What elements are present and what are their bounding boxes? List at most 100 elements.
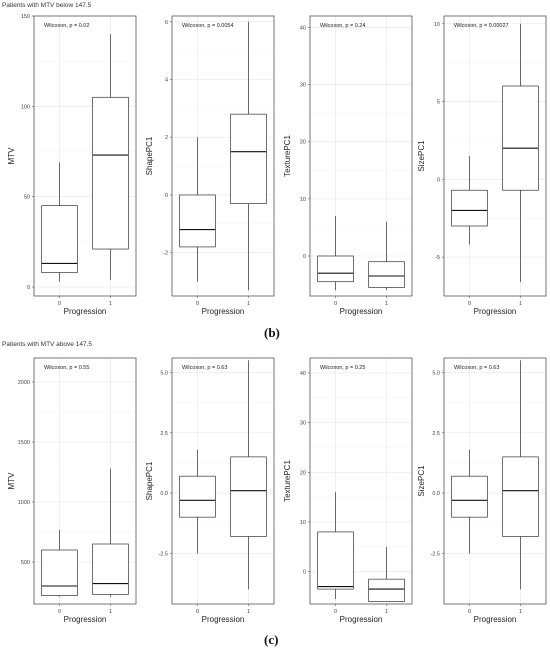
plot-frame (33, 15, 137, 297)
y-tick-label: 10 (300, 197, 306, 203)
box-iqr (451, 475, 488, 518)
wilcoxon-annotation: Wilcoxon, p = 0.63 (182, 365, 227, 371)
wilcoxon-annotation: Wilcoxon, p = 0.00027 (454, 23, 509, 29)
x-tick-label: 0 (468, 301, 471, 307)
x-tick-label: 1 (385, 609, 388, 615)
y-tick-label: 500 (21, 560, 30, 566)
plot-frame (171, 15, 275, 297)
y-axis-label: TexturePC1 (283, 135, 292, 177)
plot-frame (443, 357, 547, 605)
box-iqr (41, 205, 78, 273)
x-axis-label: Progression (64, 615, 107, 624)
y-tick-label: 0 (437, 177, 440, 183)
x-tick-label: 1 (247, 609, 250, 615)
y-tick-label: 150 (21, 14, 30, 20)
x-tick-label: 1 (385, 301, 388, 307)
x-axis-label: Progression (474, 615, 517, 624)
y-tick-label: 0 (303, 570, 306, 576)
x-tick-label: 1 (519, 301, 522, 307)
x-axis-label: Progression (340, 615, 383, 624)
wilcoxon-annotation: Wilcoxon, p = 0.24 (320, 23, 365, 29)
y-tick-label: 2000 (18, 380, 30, 386)
chart-sizepc1-above: -2.5 0.0 2.5 5.0 0 1 Wilcoxon, p = 0.63Progres… (417, 357, 547, 624)
chart-texturepc1-below: 0 10 20 30 40 0 1 Wilcoxon, p = 0.24Progression… (283, 15, 413, 316)
x-tick-label: 0 (334, 301, 337, 307)
y-tick-label: 5.0 (160, 370, 168, 376)
box-iqr (368, 261, 405, 288)
y-tick-label: 5 (437, 100, 440, 106)
y-axis-label: ShapePC1 (145, 461, 154, 500)
plot-frame (309, 15, 413, 297)
box-iqr (502, 456, 539, 537)
y-tick-label: 2.5 (160, 431, 168, 437)
panel-c-subtitle: Patients with MTV above 147.5 (2, 341, 92, 348)
y-tick-label: 40 (300, 25, 306, 31)
chart-sizepc1-below: -5 0 5 10 0 1 Wilcoxon, p = 0.00027Progression… (417, 15, 547, 316)
plot-frame (33, 357, 137, 605)
wilcoxon-annotation: Wilcoxon, p = 0.0054 (182, 23, 234, 29)
y-axis-label: MTV (7, 147, 16, 165)
y-tick-label: 0 (165, 193, 168, 199)
box-iqr (92, 96, 129, 250)
box-iqr (92, 543, 129, 595)
plot-frame (443, 15, 547, 297)
panel-b-label: (b) (264, 325, 280, 340)
y-tick-label: 0.0 (432, 491, 440, 497)
x-tick-label: 0 (334, 609, 337, 615)
y-axis-label: SizePC1 (417, 465, 426, 497)
y-tick-label: 5.0 (432, 370, 440, 376)
box-iqr (41, 549, 78, 596)
x-tick-label: 1 (109, 301, 112, 307)
y-tick-label: 0 (27, 285, 30, 291)
y-tick-label: 100 (21, 104, 30, 110)
y-axis-label: SizePC1 (417, 140, 426, 172)
y-tick-label: 50 (24, 195, 30, 201)
y-axis-label: MTV (7, 472, 16, 490)
x-tick-label: 1 (519, 609, 522, 615)
wilcoxon-annotation: Wilcoxon, p = 0.63 (454, 365, 499, 371)
y-axis-label: TexturePC1 (283, 460, 292, 502)
x-tick-label: 0 (468, 609, 471, 615)
x-axis-label: Progression (474, 307, 517, 316)
y-tick-label: -2 (163, 251, 168, 257)
box-iqr (230, 456, 267, 537)
y-tick-label: -2.5 (159, 551, 168, 557)
x-axis-label: Progression (64, 307, 107, 316)
y-tick-label: 4 (165, 78, 168, 84)
plot-frame (171, 357, 275, 605)
y-tick-label: 40 (300, 371, 306, 377)
x-tick-label: 1 (247, 301, 250, 307)
x-axis-label: Progression (202, 307, 245, 316)
y-tick-label: 30 (300, 421, 306, 427)
panel-c-label: (c) (264, 632, 279, 647)
x-axis-label: Progression (202, 615, 245, 624)
y-tick-label: 2 (165, 135, 168, 141)
box-iqr (230, 113, 267, 204)
box-iqr (317, 531, 354, 590)
y-tick-label: 30 (300, 83, 306, 89)
y-tick-label: 20 (300, 470, 306, 476)
x-tick-label: 0 (58, 301, 61, 307)
y-tick-label: -2.5 (431, 551, 440, 557)
box-iqr (179, 475, 216, 518)
box-iqr (179, 194, 216, 248)
y-axis-label: ShapePC1 (145, 136, 154, 175)
x-tick-label: 0 (196, 301, 199, 307)
box-iqr (317, 255, 354, 283)
y-tick-label: -5 (435, 255, 440, 261)
y-tick-label: 10 (434, 22, 440, 28)
x-tick-label: 0 (196, 609, 199, 615)
y-tick-label: 20 (300, 140, 306, 146)
y-tick-label: 6 (165, 20, 168, 26)
y-tick-label: 0 (303, 254, 306, 260)
y-tick-label: 2.5 (432, 431, 440, 437)
x-tick-label: 0 (58, 609, 61, 615)
x-axis-label: Progression (340, 307, 383, 316)
y-tick-label: 1500 (18, 440, 30, 446)
plot-frame (309, 357, 413, 605)
